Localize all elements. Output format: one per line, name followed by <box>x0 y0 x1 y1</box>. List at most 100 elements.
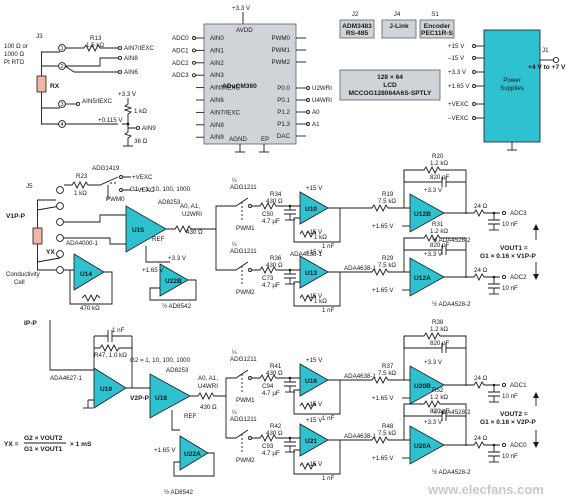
cell-pin-5[interactable] <box>56 250 64 258</box>
power-label-1: Power <box>503 77 521 84</box>
rtd-sensor-text-2: 1000 Ω <box>4 51 24 58</box>
u15-inamp <box>125 205 167 253</box>
driver-r-label: R29 <box>382 255 394 262</box>
j1-label: J1 <box>542 47 549 54</box>
mcu-net-a0: A0 <box>312 109 320 116</box>
rtd-pin-3-num: 3 <box>61 102 64 108</box>
output-adc-label: ADC1 <box>510 382 527 389</box>
u18-label: U18 <box>155 395 167 402</box>
driver-part: ½ ADA4528-2 <box>432 409 471 416</box>
mcu-power-label: +3.3 V <box>232 5 251 12</box>
output-r-value: 24 Ω <box>474 375 488 382</box>
filter-c-value: 4.7 µF <box>262 218 280 225</box>
buffer-label: U16 <box>305 378 317 385</box>
ch1-u2wri-label: U2WRI <box>182 211 202 218</box>
yx-formula: YX = G2 × VOUT2 G1 × VOUT1 × 1 mS <box>4 435 92 453</box>
buffer-r-value: 1 kΩ <box>314 298 327 305</box>
feedback-r-value: 1.2 kΩ <box>430 326 448 333</box>
v1pp-label: V1P-P <box>6 213 26 220</box>
power-label-2: Supplies <box>500 85 524 92</box>
conductivity-section: ADG1419 R23 1 kΩ +VEXC –VEXC PWM0 J5 V1P… <box>6 165 155 371</box>
cell-pin-6[interactable] <box>56 266 64 274</box>
filter-r-value: 430 Ω <box>266 198 283 205</box>
ch1-a0a1-label: A0, A1, <box>180 203 200 210</box>
filter-c-value: 4.7 µF <box>262 450 280 457</box>
u15-label: U15 <box>132 227 144 234</box>
output-c-value: 10 nF <box>502 453 518 460</box>
buffer-rail-pos: +15 V <box>306 357 323 364</box>
u22b-label: U22B <box>165 278 182 285</box>
cell-pin-2[interactable] <box>56 202 64 210</box>
u22b-opamp <box>159 263 189 297</box>
buffer-rail-pos: +15 V <box>306 185 323 192</box>
buffer-opamp <box>299 423 329 457</box>
rtd-pin-1-num: 1 <box>61 46 64 52</box>
power-rail-2: +3.3 V <box>448 69 467 76</box>
buffer-c-value: 1 nF <box>322 475 335 482</box>
driver-label: U12A <box>414 275 431 282</box>
switch-pwm-label: PWM2 <box>236 457 255 464</box>
buffer-rail-pos: +15 V <box>306 417 323 424</box>
buffer-label: U10 <box>305 206 317 213</box>
buffer-label: U21 <box>305 438 317 445</box>
r13-value: 1.5 kΩ <box>86 42 104 49</box>
ch2-gain-label: G2 = 1, 10, 100, 1000 <box>130 357 191 364</box>
adg1211-label: ¼ <box>232 242 237 248</box>
ada4638-label: ADA4638-1 <box>344 433 377 440</box>
cell-pin-3[interactable] <box>56 218 64 226</box>
cell-pin-1[interactable] <box>56 186 64 194</box>
mcu-pin-ain6: AIN6 <box>210 97 224 104</box>
ch2-c1nf: 1 nF <box>112 327 125 334</box>
mcu-pin-ain1: AIN1 <box>210 47 224 54</box>
r13-label: R13 <box>90 35 102 42</box>
driver-r-value: 7.5 kΩ <box>378 198 396 205</box>
u14-opamp <box>73 253 105 291</box>
output-adc-label: ADC2 <box>510 274 527 281</box>
adg1211-label: ¼ <box>232 410 237 416</box>
ain6-label: AIN6 <box>124 69 138 76</box>
mcu-net-adc3: ADC3 <box>172 72 189 79</box>
r23-value: 1 kΩ <box>74 190 87 197</box>
adg1419-label: ADG1419 <box>92 165 120 172</box>
ch2-u22a-bias: +1.65 V <box>154 447 176 454</box>
mcu-pin-pwm0: PWM0 <box>271 35 290 42</box>
u22a-label: U22A <box>184 451 201 458</box>
buffer-opamp <box>299 363 329 397</box>
r23-label: R23 <box>76 173 88 180</box>
u18-inamp <box>149 373 191 419</box>
buffer-label: U13 <box>305 270 317 277</box>
j3-label: J3 <box>36 33 43 40</box>
ch1-r430-label: 430 Ω <box>186 229 203 236</box>
power-rail-4: +VEXC <box>448 101 469 108</box>
lcd-line1: 128 × 64 <box>377 74 403 81</box>
mcu-pin-p00: P0.0 <box>277 85 290 92</box>
switch-pwm-label: PWM1 <box>236 397 255 404</box>
ain8-label: AIN8 <box>124 55 138 62</box>
cell-label-1: Conductivity <box>6 271 41 278</box>
driver-part: ½ ADA4528-2 <box>432 301 471 308</box>
power-rail-3: +1.65 V <box>448 83 470 90</box>
driver-rail: +3.3 V <box>424 419 443 426</box>
box-id-j2: J2 <box>352 11 359 18</box>
driver-r-label: R48 <box>382 423 394 430</box>
switch-pwm-label: PWM2 <box>236 289 255 296</box>
cell-pin-4[interactable] <box>56 234 64 242</box>
filter-c-label: C50 <box>262 211 274 218</box>
output-r-value: 24 Ω <box>474 203 488 210</box>
feedback-r-value: 1.2 kΩ <box>430 394 448 401</box>
mcu-pin-ain0: AIN0 <box>210 35 224 42</box>
box-line1-j2: ADM3483 <box>342 23 372 30</box>
lcd-line2: LCD <box>383 82 397 89</box>
ada4638-label: ADA4638-1 <box>344 373 377 380</box>
lcd-block: 128 × 64 LCD MCCOG128064A6S-SPTLY <box>339 69 441 101</box>
buffer-c-value: 1 nF <box>322 307 335 314</box>
filter-c-label: C93 <box>262 443 274 450</box>
mcu-net-adc1: ADC1 <box>172 47 189 54</box>
switch-pwm-label: PWM1 <box>236 225 255 232</box>
feedback-r-value: 1.2 kΩ <box>430 160 448 167</box>
